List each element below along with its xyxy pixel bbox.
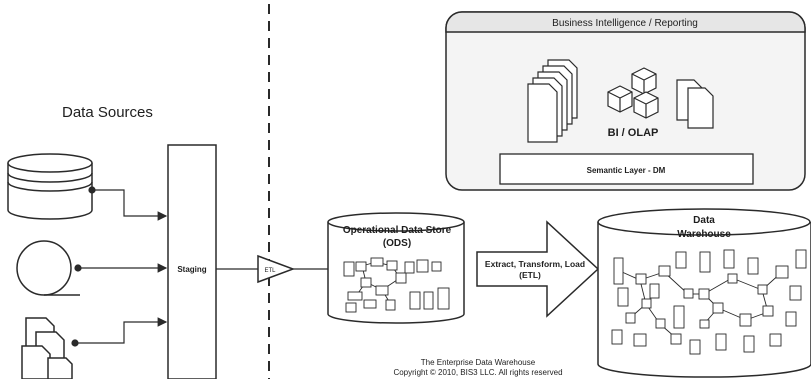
olap-cubes-icon bbox=[607, 67, 659, 119]
ods-entity-graph bbox=[343, 257, 450, 313]
database-source-icon bbox=[7, 153, 93, 220]
data-sources-label: Data Sources bbox=[62, 104, 153, 121]
report-stack-icon bbox=[527, 59, 578, 143]
footer-copyright: Copyright © 2010, BIS3 LLC. All rights r… bbox=[393, 368, 562, 377]
tape-source-icon bbox=[16, 240, 80, 296]
staging-box bbox=[167, 144, 217, 379]
semantic-layer-box bbox=[499, 153, 754, 185]
bi-olap-label: BI / OLAP bbox=[608, 127, 659, 139]
documents-source-icon bbox=[21, 317, 73, 379]
staging-label: Staging bbox=[177, 265, 206, 274]
bi-panel-header bbox=[445, 11, 806, 33]
bi-panel-title: Business Intelligence / Reporting bbox=[552, 18, 698, 29]
source-connectors bbox=[71, 186, 168, 347]
dw-entity-graph bbox=[611, 249, 807, 355]
semantic-layer-label: Semantic Layer - DM bbox=[587, 166, 666, 175]
footer-title: The Enterprise Data Warehouse bbox=[421, 358, 536, 367]
etl-small-label: ETL bbox=[264, 268, 276, 274]
etl-big-arrow bbox=[476, 220, 600, 318]
etl-arrow-line2: (ETL) bbox=[519, 270, 541, 280]
ods-subtitle: (ODS) bbox=[383, 238, 411, 249]
documents-icon bbox=[676, 79, 714, 129]
ods-title: Operational Data Store bbox=[343, 225, 452, 236]
etl-arrow-line1: Extract, Transform, Load bbox=[485, 259, 585, 269]
dw-title-line2: Warehouse bbox=[677, 229, 731, 240]
dw-title-line1: Data bbox=[693, 215, 715, 226]
etl-triangle bbox=[257, 254, 296, 284]
